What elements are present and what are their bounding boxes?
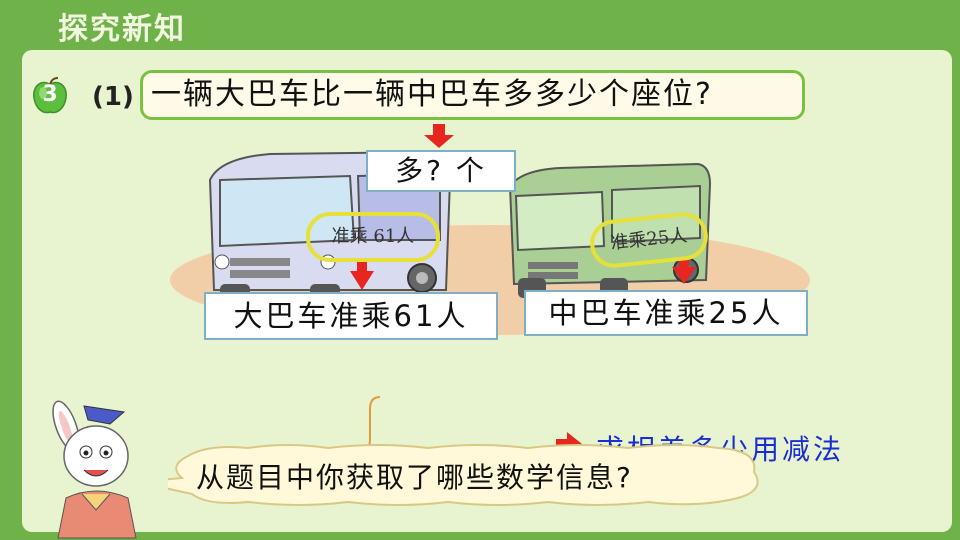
apple-badge-icon bbox=[33, 77, 67, 114]
page-title: 探究新知 bbox=[58, 12, 186, 47]
mid-bus-image bbox=[508, 162, 712, 298]
rabbit-mascot-image bbox=[52, 400, 137, 539]
big-bus-capacity-label: 准乘 61人 bbox=[306, 212, 440, 262]
prompt-text: 从题目中你获取了哪些数学信息? bbox=[196, 461, 633, 494]
arrow-down-icon bbox=[672, 258, 696, 284]
problem-number: 3 bbox=[42, 82, 58, 107]
question-box: 一辆大巴车比一辆中巴车多多少个座位? bbox=[140, 70, 805, 120]
question-part-label: (1) bbox=[92, 82, 134, 112]
big-bus-info-box: 大巴车准乘61人 bbox=[204, 292, 498, 340]
unknown-seats-box: 多? 个 bbox=[366, 150, 516, 192]
arrow-down-icon bbox=[424, 124, 454, 148]
mid-bus-info-box: 中巴车准乘25人 bbox=[524, 290, 808, 336]
speech-bubble bbox=[168, 444, 759, 506]
arrow-down-icon bbox=[350, 262, 374, 290]
